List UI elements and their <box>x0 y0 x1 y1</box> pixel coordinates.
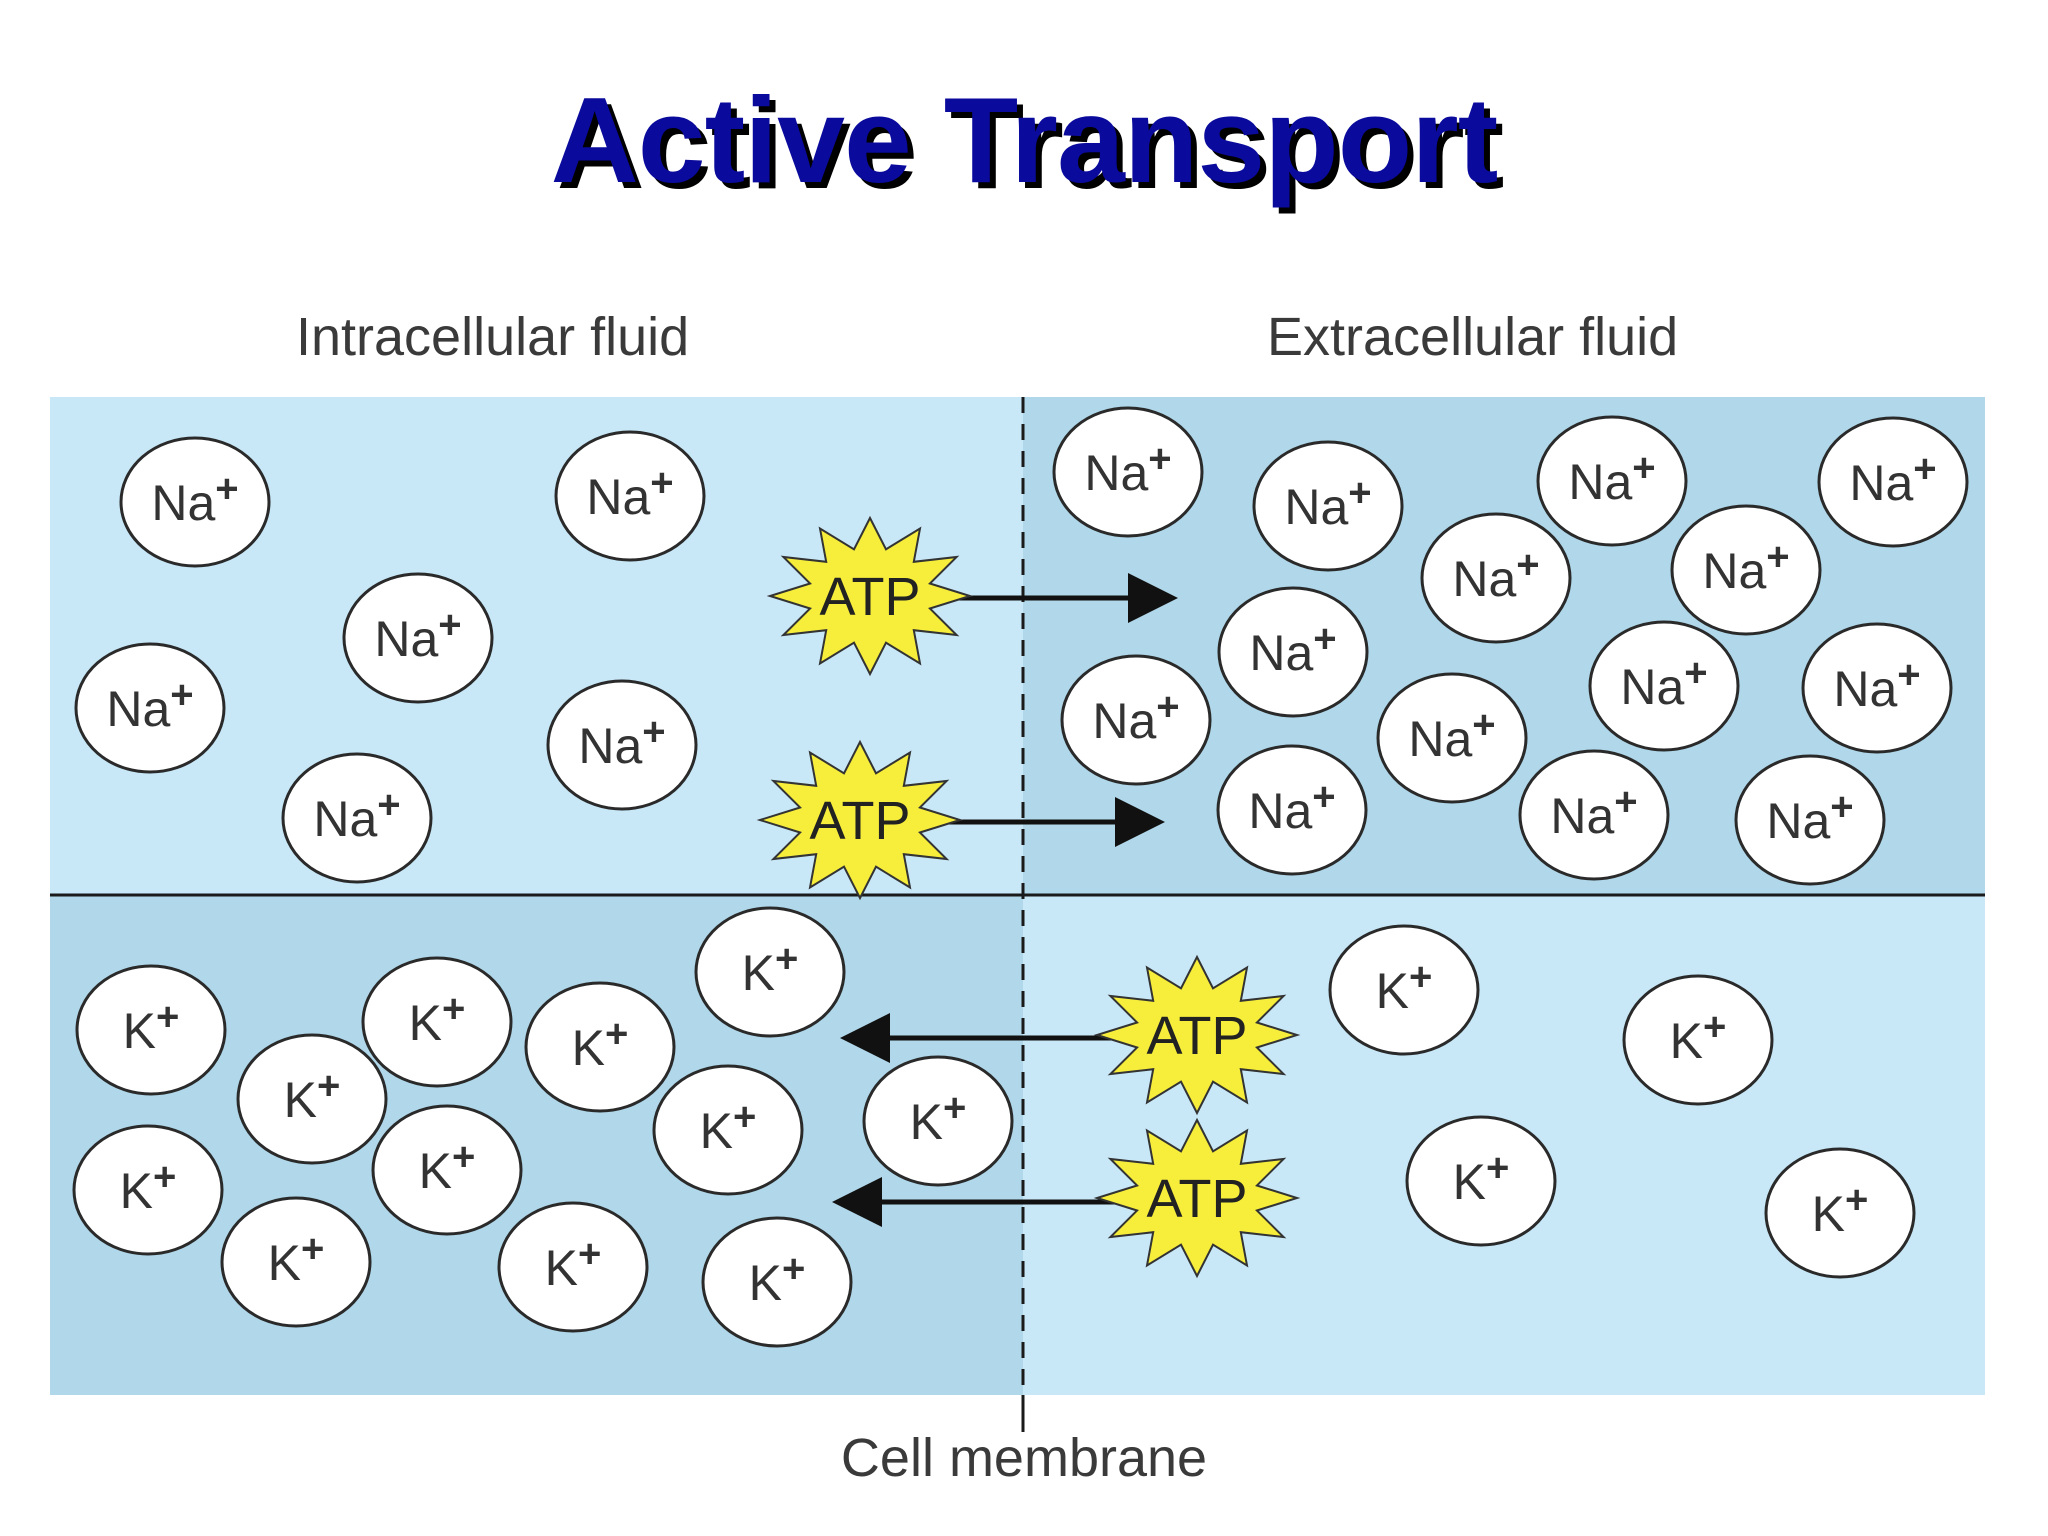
potassium-ion: K+ <box>497 1201 649 1333</box>
sodium-ion: Na+ <box>1060 654 1212 786</box>
sodium-ion: Na+ <box>1052 406 1204 538</box>
potassium-ion: K+ <box>371 1104 523 1236</box>
potassium-ion-label: K+ <box>749 1247 806 1311</box>
sodium-ion-label: Na+ <box>586 461 673 525</box>
potassium-ion-label: K+ <box>742 937 799 1001</box>
extracellular-fluid-label: Extracellular fluid <box>1267 307 1679 367</box>
sodium-ion-label: Na+ <box>1620 651 1707 715</box>
potassium-ion: K+ <box>361 956 513 1088</box>
potassium-ion-label: K+ <box>284 1064 341 1128</box>
potassium-ion: K+ <box>1622 974 1774 1106</box>
potassium-ion-label: K+ <box>1670 1005 1727 1069</box>
sodium-ion-label: Na+ <box>1408 703 1495 767</box>
sodium-ion: Na+ <box>1376 672 1528 804</box>
potassium-ion: K+ <box>1405 1115 1557 1247</box>
sodium-ion: Na+ <box>74 642 226 774</box>
potassium-ion-label: K+ <box>700 1095 757 1159</box>
intracellular-fluid-label: Intracellular fluid <box>296 307 690 367</box>
atp-burst: ATP <box>766 515 974 677</box>
cell-membrane-label: Cell membrane <box>840 1428 1208 1488</box>
potassium-ion-label: K+ <box>409 987 466 1051</box>
sodium-ion: Na+ <box>1801 622 1953 754</box>
potassium-ion: K+ <box>524 981 676 1113</box>
sodium-ion: Na+ <box>1670 504 1822 636</box>
sodium-ion: Na+ <box>1817 416 1969 548</box>
sodium-ion-label: Na+ <box>1766 785 1853 849</box>
sodium-ion: Na+ <box>342 572 494 704</box>
potassium-ion: K+ <box>1328 924 1480 1056</box>
sodium-ion: Na+ <box>1216 744 1368 876</box>
sodium-ion-label: Na+ <box>1084 437 1171 501</box>
page-title: Active Transport <box>550 72 1499 208</box>
sodium-ion: Na+ <box>1217 586 1369 718</box>
atp-label: ATP <box>1146 1169 1247 1229</box>
potassium-ion: K+ <box>862 1055 1014 1187</box>
sodium-ion: Na+ <box>546 679 698 811</box>
potassium-ion-label: K+ <box>572 1012 629 1076</box>
potassium-ion: K+ <box>701 1216 853 1348</box>
potassium-ion: K+ <box>236 1033 388 1165</box>
sodium-ion: Na+ <box>1734 754 1886 886</box>
atp-burst: ATP <box>1093 954 1301 1116</box>
sodium-ion: Na+ <box>281 752 433 884</box>
potassium-ion-label: K+ <box>120 1155 177 1219</box>
sodium-ion: Na+ <box>1518 749 1670 881</box>
potassium-ion-label: K+ <box>419 1135 476 1199</box>
sodium-ion-label: Na+ <box>313 783 400 847</box>
sodium-ion: Na+ <box>1536 415 1688 547</box>
potassium-ion: K+ <box>694 906 846 1038</box>
potassium-ion-label: K+ <box>1376 955 1433 1019</box>
atp-label: ATP <box>809 791 910 851</box>
sodium-ion-label: Na+ <box>374 603 461 667</box>
potassium-ion: K+ <box>72 1124 224 1256</box>
sodium-ion-label: Na+ <box>151 467 238 531</box>
sodium-ion: Na+ <box>554 430 706 562</box>
potassium-ion: K+ <box>1764 1147 1916 1279</box>
sodium-ion-label: Na+ <box>1284 471 1371 535</box>
sodium-ion-label: Na+ <box>1452 543 1539 607</box>
sodium-ion-label: Na+ <box>1833 653 1920 717</box>
sodium-ion: Na+ <box>1420 512 1572 644</box>
potassium-ion-label: K+ <box>910 1086 967 1150</box>
potassium-ion: K+ <box>75 964 227 1096</box>
sodium-ion-label: Na+ <box>1249 617 1336 681</box>
sodium-ion-label: Na+ <box>578 710 665 774</box>
sodium-ion-label: Na+ <box>1702 535 1789 599</box>
sodium-ion: Na+ <box>119 436 271 568</box>
sodium-ion-label: Na+ <box>1248 775 1335 839</box>
atp-label: ATP <box>1146 1006 1247 1066</box>
sodium-ion-label: Na+ <box>1550 780 1637 844</box>
sodium-ion-label: Na+ <box>1849 447 1936 511</box>
potassium-ion-label: K+ <box>268 1227 325 1291</box>
potassium-ion: K+ <box>220 1196 372 1328</box>
potassium-ion-label: K+ <box>1812 1178 1869 1242</box>
potassium-ion-label: K+ <box>123 995 180 1059</box>
potassium-ion-label: K+ <box>545 1232 602 1296</box>
sodium-ion: Na+ <box>1588 620 1740 752</box>
potassium-ion: K+ <box>652 1064 804 1196</box>
sodium-ion: Na+ <box>1252 440 1404 572</box>
sodium-ion-label: Na+ <box>106 673 193 737</box>
sodium-ion-label: Na+ <box>1568 446 1655 510</box>
atp-label: ATP <box>819 567 920 627</box>
sodium-ion-label: Na+ <box>1092 685 1179 749</box>
atp-burst: ATP <box>1093 1117 1301 1279</box>
atp-burst: ATP <box>756 739 964 901</box>
potassium-ion-label: K+ <box>1453 1146 1510 1210</box>
